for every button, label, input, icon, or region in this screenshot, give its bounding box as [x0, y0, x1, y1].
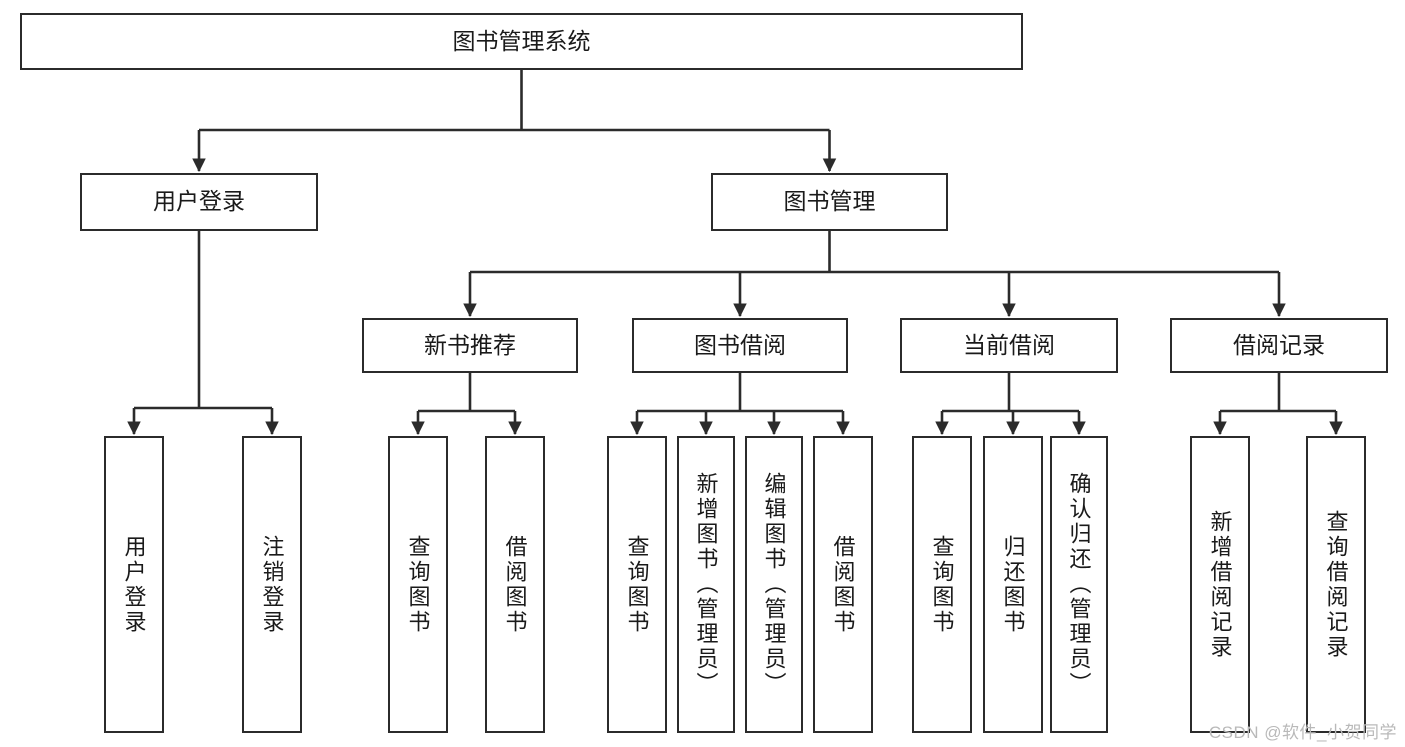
level3-node[interactable]: 图书借阅: [632, 318, 848, 373]
leaf-label: 编辑图书（管理员）: [761, 472, 787, 697]
leaf-node[interactable]: 借阅图书: [813, 436, 873, 733]
level3-label: 图书借阅: [694, 331, 786, 358]
leaf-node[interactable]: 编辑图书（管理员）: [745, 436, 803, 733]
level2-label: 用户登录: [153, 188, 245, 215]
leaf-label: 归还图书: [1000, 534, 1026, 635]
leaf-node[interactable]: 查询图书: [607, 436, 667, 733]
level2-label: 图书管理: [783, 188, 876, 215]
leaf-node[interactable]: 查询图书: [912, 436, 972, 733]
leaf-node[interactable]: 确认归还（管理员）: [1050, 436, 1108, 733]
leaf-label: 查询借阅记录: [1323, 509, 1349, 660]
level2-node[interactable]: 用户登录: [80, 173, 318, 231]
leaf-node[interactable]: 注销登录: [242, 436, 302, 733]
level2-node[interactable]: 图书管理: [711, 173, 948, 231]
leaf-node[interactable]: 用户登录: [104, 436, 164, 733]
leaf-label: 查询图书: [624, 534, 650, 635]
level3-label: 新书推荐: [424, 331, 516, 358]
level3-node[interactable]: 当前借阅: [900, 318, 1118, 373]
leaf-node[interactable]: 归还图书: [983, 436, 1043, 733]
leaf-label: 借阅图书: [502, 534, 528, 635]
level3-node[interactable]: 新书推荐: [362, 318, 578, 373]
level3-label: 借阅记录: [1233, 331, 1325, 358]
leaf-node[interactable]: 查询借阅记录: [1306, 436, 1366, 733]
root-label: 图书管理系统: [452, 27, 591, 54]
level3-node[interactable]: 借阅记录: [1170, 318, 1388, 373]
root-node[interactable]: 图书管理系统: [20, 13, 1023, 70]
leaf-node[interactable]: 借阅图书: [485, 436, 545, 733]
leaf-node[interactable]: 查询图书: [388, 436, 448, 733]
level3-label: 当前借阅: [963, 331, 1055, 358]
leaf-label: 查询图书: [929, 534, 955, 635]
leaf-label: 查询图书: [405, 534, 431, 635]
leaf-node[interactable]: 新增借阅记录: [1190, 436, 1250, 733]
leaf-node[interactable]: 新增图书（管理员）: [677, 436, 735, 733]
leaf-label: 新增图书（管理员）: [693, 472, 719, 697]
leaf-label: 用户登录: [121, 534, 147, 635]
leaf-label: 借阅图书: [830, 534, 856, 635]
watermark-text: CSDN @软件_小贺同学: [1208, 723, 1397, 742]
leaf-label: 确认归还（管理员）: [1066, 472, 1092, 697]
leaf-label: 新增借阅记录: [1207, 509, 1233, 660]
leaf-label: 注销登录: [259, 534, 285, 635]
